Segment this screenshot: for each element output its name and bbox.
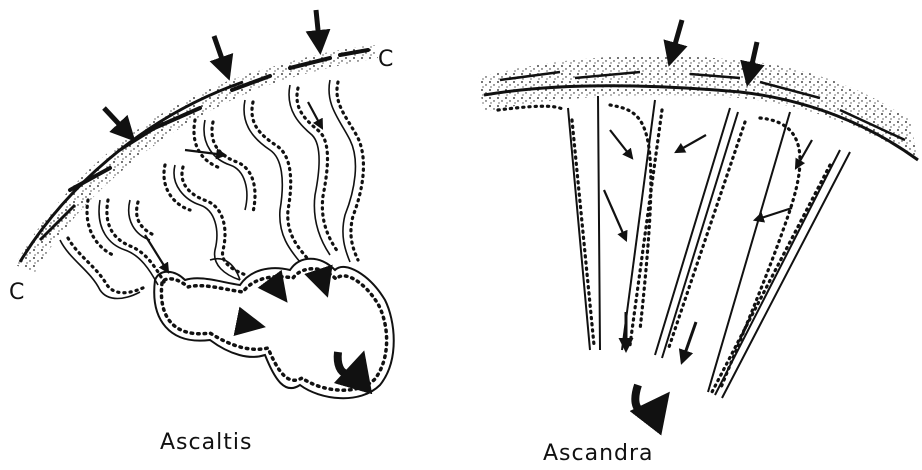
ascaltis-label-c-bottom: C (9, 280, 24, 305)
ascandra-exhalant-arrow (635, 385, 665, 412)
ascandra-caption: Ascandra (543, 441, 654, 466)
ascandra-panel (478, 20, 918, 412)
ascandra-cortex (478, 56, 918, 160)
ascaltis-panel (15, 10, 394, 398)
ascaltis-exhalant-arrow (338, 352, 362, 374)
ascaltis-label-c-top: C (378, 47, 393, 72)
ascaltis-caption: Ascaltis (160, 430, 252, 455)
